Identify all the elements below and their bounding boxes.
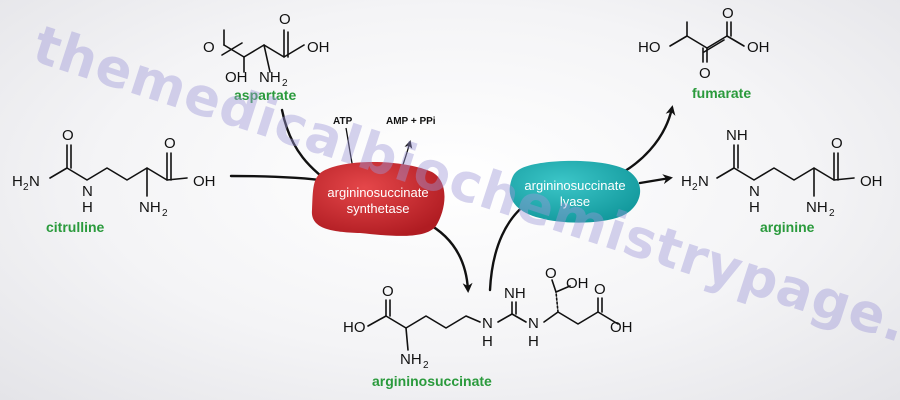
atom-label: NH [504,285,526,302]
atom-label: 2 [282,78,288,89]
enzyme-lyase: argininosuccinate lyase [509,160,641,223]
atom-label: N [82,183,93,200]
atom-label: NH [726,127,748,144]
atom-label: 2 [829,208,835,219]
enzyme-synthetase-type: synthetase [347,201,410,216]
atom-label: HO [638,39,661,56]
atom-label: O [594,281,606,298]
atom-label: H [749,199,760,216]
atom-label: H [528,333,539,350]
atom-label: H [82,199,93,216]
atom-label: O [545,265,557,282]
synthetase-product-arrow [423,220,473,293]
atom-label: HO [343,319,366,336]
enzyme-synthetase: argininosuccinate synthetase [311,161,445,236]
atom-label: O [722,5,734,22]
atom-label: OH [860,173,883,190]
atom-label: 2 [423,360,429,371]
atom-label: NH [259,69,281,86]
atom-label: N [482,315,493,332]
atom-label: OH [747,39,770,56]
atom-label: O [699,65,711,82]
argininosuccinate-structure: O HO NH 2 N H NH N H O OH O OH [343,265,633,371]
atom-label: OH [610,319,633,336]
atom-label: N [749,183,760,200]
citrulline-structure: O H 2 N N H O OH NH 2 [12,127,216,219]
atom-label: N [528,315,539,332]
compound-label-aspartate: aspartate [234,87,296,103]
cofactor-atp: ATP [333,116,353,127]
atom-label: OH [225,69,248,86]
atom-label: N [29,173,40,190]
atom-label: N [698,173,709,190]
atom-label: OH [566,275,589,292]
atom-label: 2 [23,182,29,193]
fumarate-arrow [610,105,676,180]
enzyme-synthetase-name: argininosuccinate [327,185,428,200]
atom-label: O [203,39,215,56]
enzyme-lyase-name: argininosuccinate [524,178,625,193]
enzyme-lyase-type: lyase [560,194,590,209]
atom-label: H [681,173,692,190]
compound-label-citrulline: citrulline [46,219,105,235]
compound-label-argininosuccinate: argininosuccinate [372,373,492,389]
atom-label: NH [400,351,422,368]
cofactor-amp-ppi: AMP + PPi [386,116,436,127]
atom-label: 2 [162,208,168,219]
atom-label: OH [307,39,330,56]
arginine-arrow [638,174,673,185]
aspartate-structure: O OH O OH NH 2 [203,11,330,89]
compound-label-arginine: arginine [760,219,815,235]
atom-label: OH [193,173,216,190]
atom-label: O [382,283,394,300]
atom-label: O [62,127,74,144]
atom-label: O [164,135,176,152]
atom-label: H [12,173,23,190]
atom-label: O [279,11,291,28]
atom-label: H [482,333,493,350]
atom-label: NH [139,199,161,216]
atom-label: O [831,135,843,152]
atom-label: 2 [692,182,698,193]
fumarate-structure: HO O O OH [638,5,770,82]
atom-label: NH [806,199,828,216]
arginine-structure: NH H 2 N N H O OH NH 2 [681,127,883,219]
compound-label-fumarate: fumarate [692,85,751,101]
